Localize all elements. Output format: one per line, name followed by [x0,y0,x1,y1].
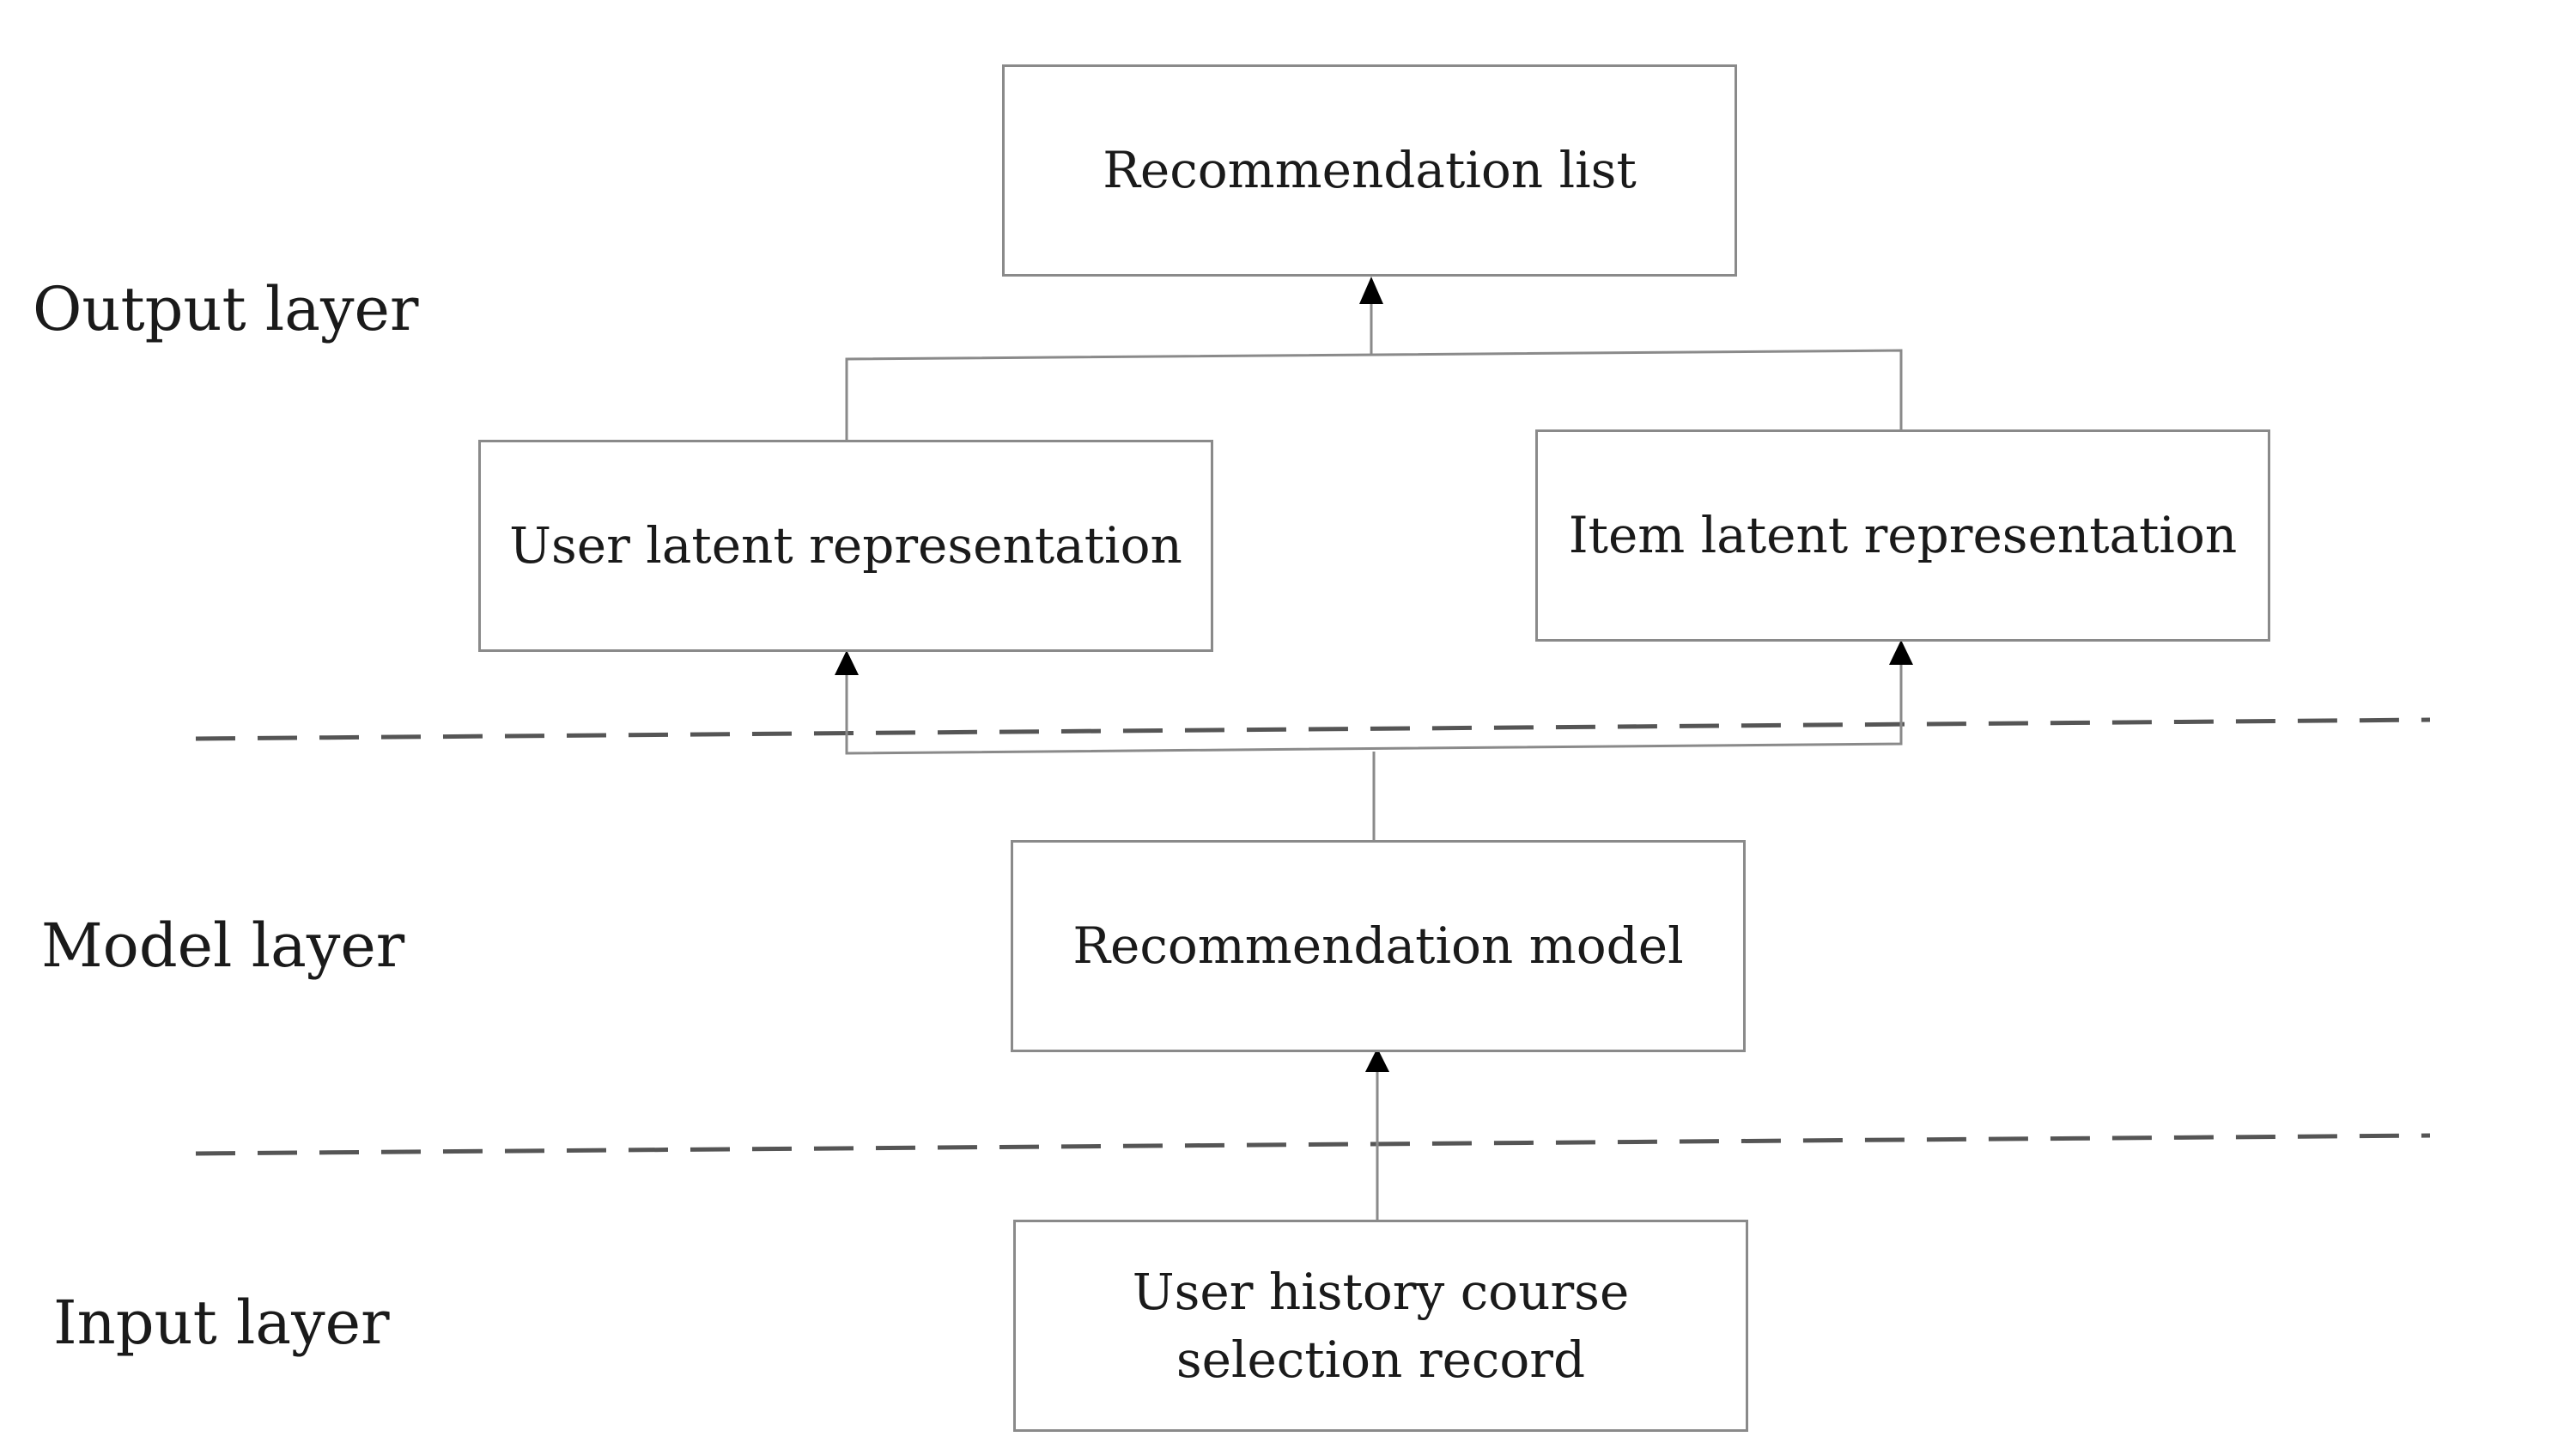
connector-model-branch [845,661,1903,755]
recommendation-list-label: Recommendation list [1103,141,1637,200]
model-input-divider [195,1133,2431,1156]
model-layer-label: Model layer [41,910,405,981]
item-latent-representation-label: Item latent representation [1568,506,2238,565]
item-latent-representation-box: Item latent representation [1535,429,2270,642]
user-latent-representation-label: User latent representation [509,516,1182,575]
arrowhead-into-item-latent [1889,640,1913,665]
user-history-record-label: User history course selection record [1132,1263,1630,1389]
arrowhead-into-user-latent [835,650,859,675]
user-latent-representation-box: User latent representation [478,440,1213,652]
user-history-record-box: User history course selection record [1013,1220,1748,1432]
recommendation-model-box: Recommendation model [1011,840,1746,1052]
arrowhead-into-model [1365,1048,1389,1072]
output-model-divider [195,717,2431,741]
arrowhead-into-recommendation-list [1359,277,1383,304]
recommendation-list-box: Recommendation list [1002,64,1737,277]
output-layer-label: Output layer [33,274,419,344]
input-layer-label: Input layer [53,1288,390,1358]
recommendation-model-label: Recommendation model [1072,916,1684,976]
connector-latent-merge [845,349,1903,440]
